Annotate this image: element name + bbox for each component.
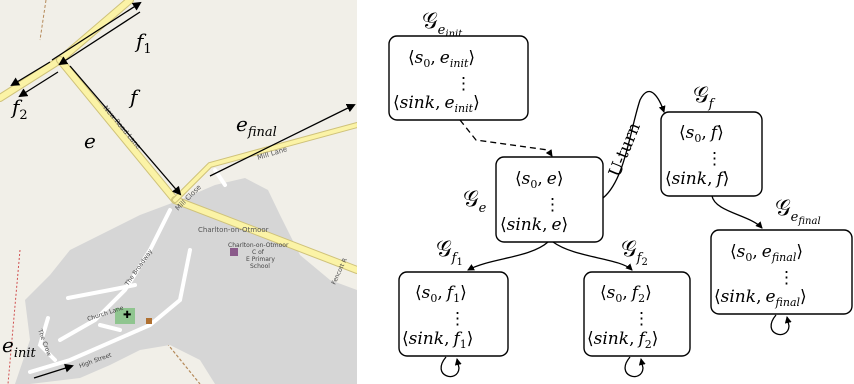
state-dots-einit: ⋮ [455,74,472,94]
state-sink-e: ⟨sink,e⟩ [500,215,568,235]
group-label-f1: 𝒢f1 [436,237,463,268]
group-label-einit: 𝒢einit [422,9,463,40]
state-sink-einit: ⟨sink,einit⟩ [393,93,480,115]
state-s0-f1: ⟨s0,f1⟩ [415,283,467,305]
transition-e-to-f2 [552,241,633,271]
state-dots-f1: ⋮ [449,309,466,329]
self-loop-f2 [624,356,646,378]
self-loop-f1 [440,356,462,378]
village-area [15,178,357,384]
state-s0-f: ⟨s0,f⟩ [679,123,724,145]
footpath [147,319,201,384]
edge-label-einit: einit [2,333,37,361]
transition-einit-to-e [459,119,553,157]
state-dots-e: ⋮ [544,195,561,215]
node-box-f [660,111,763,197]
node-box-einit [388,35,529,121]
state-sink-f2: ⟨sink,f2⟩ [587,329,658,351]
state-sink-f1: ⟨sink,f1⟩ [402,329,473,351]
uturn-label: U-turn [605,120,645,180]
park-area [115,308,135,324]
edge-label-efinal: efinal [236,112,277,140]
state-s0-einit: ⟨s0,einit⟩ [408,48,475,70]
state-s0-e: ⟨s0,e⟩ [515,169,563,191]
node-box-f2 [583,271,691,357]
state-sink-efinal: ⟨sink,efinal⟩ [714,287,807,309]
school-label-1: Charlton-on-Otmoor [228,242,289,249]
transition-e-to-f1 [467,241,549,271]
self-loop-efinal [770,314,792,336]
group-label-e: 𝒢e [463,187,487,216]
village-name: Charlton-on-Otmoor [198,226,269,234]
footpath [39,0,47,41]
edge-label-e: e [84,129,96,153]
transition-e-to-f-uturn [602,91,666,199]
group-label-f2: 𝒢f2 [621,237,648,268]
state-s0-f2: ⟨s0,f2⟩ [600,283,652,305]
product-graph: 𝒢einit 𝒢f 𝒢e 𝒢efinal 𝒢f1 𝒢f2 ⟨s0,einit⟩ … [388,9,853,378]
node-box-efinal [710,229,853,315]
node-box-f1 [398,271,509,357]
school-label-4: School [250,263,270,270]
node-box-e [495,156,604,243]
state-dots-efinal: ⋮ [778,268,795,288]
post-icon [146,318,152,324]
state-dots-f: ⋮ [706,149,723,169]
state-s0-efinal: ⟨s0,efinal⟩ [730,242,803,264]
transition-f-to-efinal [711,195,763,229]
group-label-efinal: 𝒢efinal [775,196,821,227]
boundary-line [7,249,21,384]
group-label-f: 𝒢f [693,83,716,112]
school-label-3: E Primary [246,256,275,263]
road-map: New Road Lane Mill Lane Mill Close Charl… [0,0,357,384]
school-icon [230,248,238,256]
school-label-2: C of [252,249,265,256]
edge-arrows [10,1,356,379]
church-icon: ✚ [123,310,131,321]
state-dots-f2: ⋮ [633,309,650,329]
state-sink-f: ⟨sink,f⟩ [665,169,729,189]
